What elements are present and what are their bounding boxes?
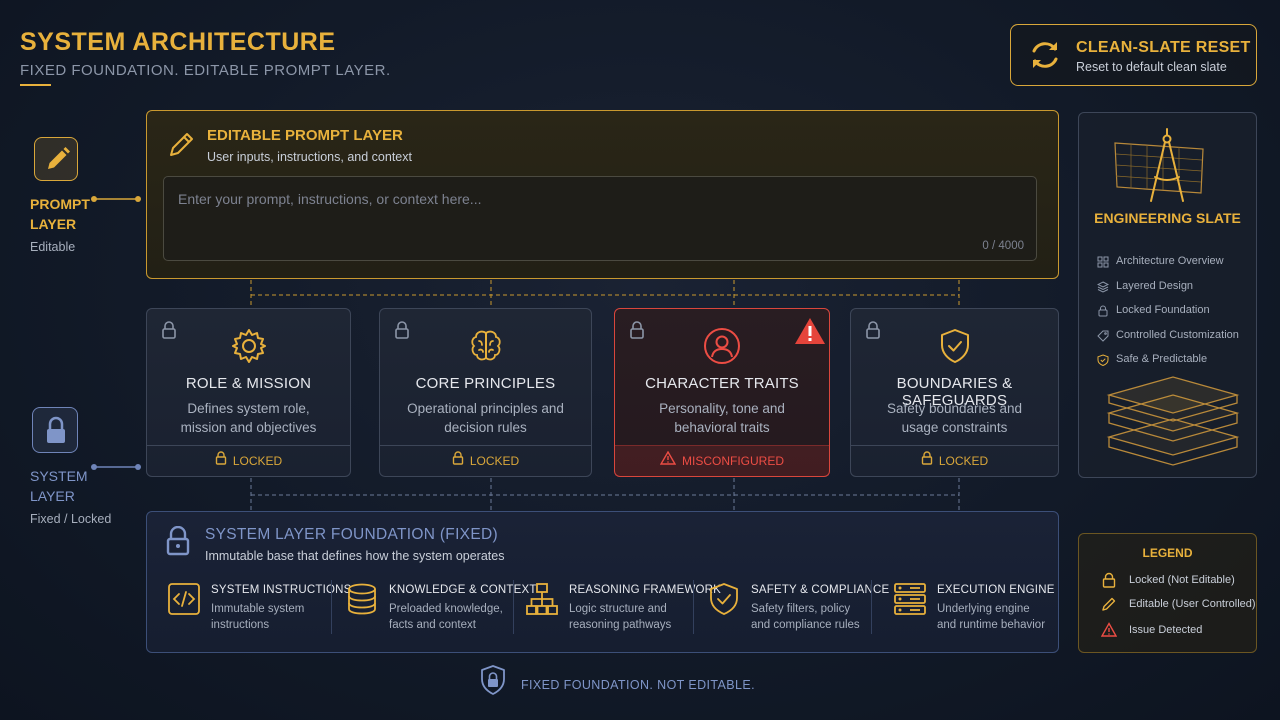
pencil-icon bbox=[170, 133, 193, 156]
lock-icon bbox=[452, 446, 464, 477]
prompt-layer-sublabel: Editable bbox=[30, 240, 76, 254]
character-counter: 0 / 4000 bbox=[982, 240, 1024, 252]
card-title: CORE PRINCIPLES bbox=[415, 375, 556, 392]
lock-icon bbox=[395, 321, 409, 339]
pencil-icon bbox=[1102, 597, 1116, 611]
lock-icon bbox=[921, 446, 933, 477]
lock-icon bbox=[1098, 305, 1108, 317]
card-description: Defines system role, mission and objecti… bbox=[180, 401, 317, 435]
reset-sublabel: Reset to default clean slate bbox=[1076, 60, 1227, 74]
card-title: CHARACTER TRAITS bbox=[645, 375, 799, 392]
prompt-placeholder: Enter your prompt, instructions, or cont… bbox=[178, 191, 482, 207]
card-status: LOCKED bbox=[147, 445, 350, 476]
refresh-icon bbox=[1032, 42, 1058, 68]
card-description: Safety boundaries and usage constraints bbox=[886, 401, 1023, 435]
card-core-principles[interactable]: CORE PRINCIPLES Operational principles a… bbox=[379, 308, 592, 477]
warning-icon bbox=[795, 318, 825, 344]
list-item: Locked Foundation bbox=[1097, 304, 1239, 329]
system-layer-label: SYSTEM LAYER bbox=[30, 468, 88, 504]
system-layer-sublabel: Fixed / Locked bbox=[30, 512, 112, 526]
server-icon bbox=[894, 583, 926, 615]
shield-check-icon bbox=[710, 583, 738, 615]
page-title: SYSTEM ARCHITECTURE bbox=[20, 28, 336, 56]
foundation-subtitle: Immutable base that defines how the syst… bbox=[205, 549, 505, 563]
warning-icon bbox=[659, 446, 677, 477]
code-icon bbox=[168, 583, 200, 615]
clean-slate-reset-button[interactable]: CLEAN-SLATE RESET Reset to default clean… bbox=[1010, 24, 1257, 86]
list-item: Architecture Overview bbox=[1097, 255, 1239, 280]
prompt-layer-title: EDITABLE PROMPT LAYER bbox=[207, 127, 403, 144]
foundation-item-title: REASONING FRAMEWORK bbox=[569, 584, 722, 596]
prompt-layer-pencil-icon bbox=[34, 137, 78, 181]
hierarchy-icon bbox=[526, 583, 558, 615]
tag-icon bbox=[1097, 330, 1109, 342]
card-character-traits[interactable]: CHARACTER TRAITS Personality, tone and b… bbox=[614, 308, 830, 477]
grid-icon bbox=[1097, 256, 1109, 268]
foundation-item-title: SAFETY & COMPLIANCE bbox=[751, 584, 890, 596]
lock-icon bbox=[630, 321, 644, 339]
lock-icon bbox=[166, 526, 190, 556]
database-icon bbox=[348, 583, 376, 615]
lock-icon bbox=[866, 321, 880, 339]
page-subtitle: FIXED FOUNDATION. EDITABLE PROMPT LAYER. bbox=[20, 62, 391, 79]
foundation-item-desc: Preloaded knowledge,facts and context bbox=[389, 603, 503, 631]
foundation-title: SYSTEM LAYER FOUNDATION (FIXED) bbox=[205, 526, 498, 543]
prompt-input[interactable]: Enter your prompt, instructions, or cont… bbox=[163, 176, 1037, 261]
legend-panel: LEGEND Locked (Not Editable) Editable (U… bbox=[1078, 533, 1257, 653]
engineering-list: Architecture Overview Layered Design Loc… bbox=[1097, 255, 1239, 378]
shield-check-icon bbox=[940, 329, 969, 363]
list-item: Safe & Predictable bbox=[1097, 353, 1239, 378]
card-role-mission[interactable]: ROLE & MISSION Defines system role, miss… bbox=[146, 308, 351, 477]
footer-note-text: FIXED FOUNDATION. NOT EDITABLE. bbox=[521, 678, 755, 692]
lock-icon bbox=[215, 446, 227, 477]
card-status: LOCKED bbox=[851, 445, 1058, 476]
gear-icon bbox=[231, 329, 266, 363]
engineering-slate-panel: ENGINEERING SLATE Architecture Overview … bbox=[1078, 112, 1257, 478]
divider bbox=[693, 580, 694, 634]
card-title: BOUNDARIES & SAFEGUARDS bbox=[896, 375, 1013, 409]
brain-icon bbox=[470, 330, 501, 361]
lock-icon bbox=[1102, 572, 1116, 588]
card-description: Personality, tone and behavioral traits bbox=[659, 401, 785, 435]
user-icon bbox=[704, 328, 740, 364]
card-title: ROLE & MISSION bbox=[185, 375, 312, 392]
system-layer-lock-icon bbox=[32, 407, 78, 453]
shield-check-icon bbox=[1097, 354, 1109, 366]
layers-icon bbox=[1097, 280, 1109, 293]
card-boundaries-safeguards[interactable]: BOUNDARIES & SAFEGUARDS Safety boundarie… bbox=[850, 308, 1059, 477]
warning-icon bbox=[1101, 622, 1117, 637]
blueprint-compass-icon bbox=[1114, 128, 1204, 202]
legend-title: LEGEND bbox=[1142, 546, 1193, 560]
divider bbox=[331, 580, 332, 634]
card-status: MISCONFIGURED bbox=[615, 445, 829, 476]
prompt-layer-label: PROMPT LAYER bbox=[30, 196, 90, 232]
foundation-item-title: EXECUTION ENGINE bbox=[937, 584, 1055, 596]
shield-lock-icon bbox=[481, 665, 505, 695]
editable-prompt-layer: EDITABLE PROMPT LAYER User inputs, instr… bbox=[146, 110, 1059, 279]
reset-label: CLEAN-SLATE RESET bbox=[1076, 39, 1251, 56]
divider bbox=[513, 580, 514, 634]
card-status: LOCKED bbox=[380, 445, 591, 476]
stacked-layers-icon bbox=[1106, 376, 1240, 466]
system-layer-foundation: SYSTEM LAYER FOUNDATION (FIXED) Immutabl… bbox=[146, 511, 1059, 653]
list-item: Layered Design bbox=[1097, 280, 1239, 305]
prompt-layer-subtitle: User inputs, instructions, and context bbox=[207, 150, 412, 164]
foundation-item-title: KNOWLEDGE & CONTEXT bbox=[389, 584, 537, 596]
card-description: Operational principles and decision rule… bbox=[407, 401, 564, 435]
lock-icon bbox=[162, 321, 176, 339]
title-underline bbox=[20, 84, 51, 86]
list-item: Controlled Customization bbox=[1097, 329, 1239, 354]
divider bbox=[871, 580, 872, 634]
foundation-item-title: SYSTEM INSTRUCTIONS bbox=[211, 584, 352, 596]
engineering-slate-title: ENGINEERING SLATE bbox=[1094, 210, 1241, 226]
